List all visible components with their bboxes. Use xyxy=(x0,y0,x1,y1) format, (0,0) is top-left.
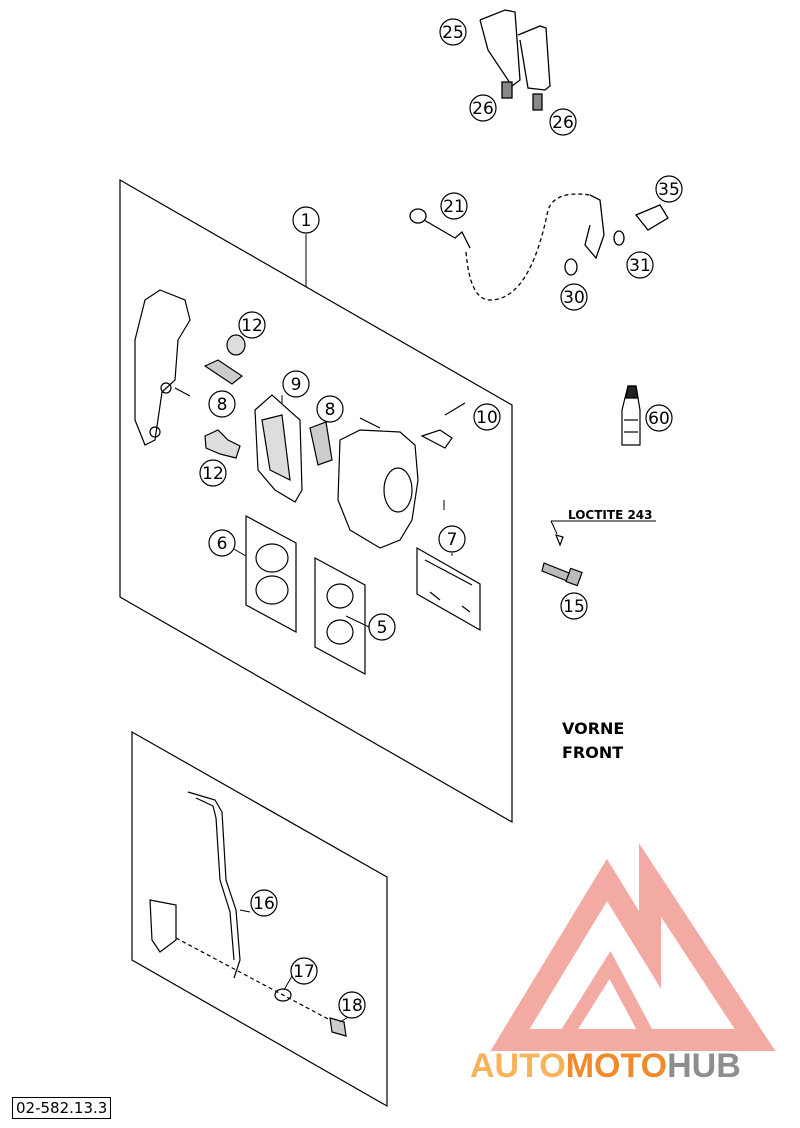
callout-number: 12 xyxy=(202,464,224,484)
bracket-assembly-panel xyxy=(131,730,388,1108)
callout-circle xyxy=(439,18,467,46)
watermark-auto: AUTO xyxy=(470,1047,566,1085)
callout-number: 16 xyxy=(253,894,275,914)
position-label-line1: VORNE xyxy=(562,719,624,738)
callout-circle xyxy=(338,991,366,1019)
loctite-bottle-part xyxy=(621,385,641,446)
callout-number: 60 xyxy=(648,409,670,429)
piston-set-part xyxy=(245,514,297,634)
callout-circle xyxy=(208,529,236,557)
watermark-hub: HUB xyxy=(667,1047,741,1085)
callout-26: 26 xyxy=(469,94,497,122)
callout-number: 6 xyxy=(217,534,228,554)
callout-circle xyxy=(438,525,466,553)
seal-kit-part xyxy=(314,556,366,676)
pin-kit-part xyxy=(416,546,481,632)
callout-circle xyxy=(549,108,577,136)
callout-number: 1 xyxy=(301,211,312,231)
callout-circle xyxy=(199,459,227,487)
callout-circle xyxy=(473,403,501,431)
callout-circle xyxy=(645,404,673,432)
pad-spring-part xyxy=(309,421,333,466)
callout-number: 10 xyxy=(476,408,498,428)
brake-pad-part xyxy=(254,394,303,503)
callout-circle xyxy=(655,175,683,203)
brake-hose-part xyxy=(409,193,669,301)
callout-circle xyxy=(316,395,344,423)
screw-part xyxy=(541,534,583,587)
callout-12: 12 xyxy=(238,311,266,339)
callout-7: 7 xyxy=(438,525,466,553)
callout-number: 5 xyxy=(377,618,388,638)
callout-circle xyxy=(469,94,497,122)
callout-5: 5 xyxy=(368,613,396,641)
caliper-assembly-panel xyxy=(119,178,513,824)
callout-26: 26 xyxy=(549,108,577,136)
callout-circle xyxy=(560,592,588,620)
loctite-label: LOCTITE 243 xyxy=(568,508,653,522)
callout-number: 9 xyxy=(291,375,302,395)
callout-1: 1 xyxy=(292,206,320,234)
callout-circle xyxy=(292,206,320,234)
callout-10: 10 xyxy=(473,403,501,431)
callout-number: 35 xyxy=(658,180,680,200)
diagram-code: 02-582.13.3 xyxy=(12,1097,112,1119)
callout-21: 21 xyxy=(440,192,468,220)
watermark-moto: MOTO xyxy=(566,1047,667,1085)
callout-6: 6 xyxy=(208,529,236,557)
callout-16: 16 xyxy=(250,889,278,917)
callout-18: 18 xyxy=(338,991,366,1019)
callout-circle xyxy=(250,889,278,917)
watermark-logo xyxy=(490,843,776,1051)
callout-8: 8 xyxy=(316,395,344,423)
callout-number: 15 xyxy=(563,597,585,617)
callout-12: 12 xyxy=(199,459,227,487)
callout-number: 12 xyxy=(241,316,263,336)
callout-number: 31 xyxy=(629,256,651,276)
callout-circle xyxy=(282,370,310,398)
callout-8: 8 xyxy=(208,390,236,418)
bracket-line-part xyxy=(149,791,347,1037)
bolts-part xyxy=(204,334,246,459)
callout-circle xyxy=(368,613,396,641)
callout-number: 7 xyxy=(447,530,458,550)
position-label-line2: FRONT xyxy=(562,743,623,762)
callout-number: 17 xyxy=(293,962,315,982)
callout-circle xyxy=(238,311,266,339)
callout-number: 25 xyxy=(442,23,464,43)
pin-clip-part xyxy=(203,359,244,385)
callout-9: 9 xyxy=(282,370,310,398)
callout-17: 17 xyxy=(290,957,318,985)
callout-15: 15 xyxy=(560,592,588,620)
callout-circle xyxy=(560,283,588,311)
callout-number: 18 xyxy=(341,996,363,1016)
callout-number: 26 xyxy=(472,99,494,119)
callout-25: 25 xyxy=(439,18,467,46)
callout-number: 8 xyxy=(325,400,336,420)
caliper-bracket-part xyxy=(134,289,191,446)
callout-30: 30 xyxy=(560,283,588,311)
callout-number: 30 xyxy=(563,288,585,308)
callout-60: 60 xyxy=(645,404,673,432)
callout-circle xyxy=(208,390,236,418)
hose-guide-part xyxy=(479,9,551,111)
bleed-valve-part xyxy=(420,402,466,449)
watermark-text: AUTOMOTOHUB xyxy=(470,1047,741,1085)
callout-circle xyxy=(440,192,468,220)
callout-number: 21 xyxy=(443,197,465,217)
callout-number: 8 xyxy=(217,395,228,415)
callout-circle xyxy=(290,957,318,985)
callout-circle xyxy=(626,251,654,279)
callout-35: 35 xyxy=(655,175,683,203)
callout-31: 31 xyxy=(626,251,654,279)
caliper-body-part xyxy=(337,417,419,549)
callout-number: 26 xyxy=(552,113,574,133)
